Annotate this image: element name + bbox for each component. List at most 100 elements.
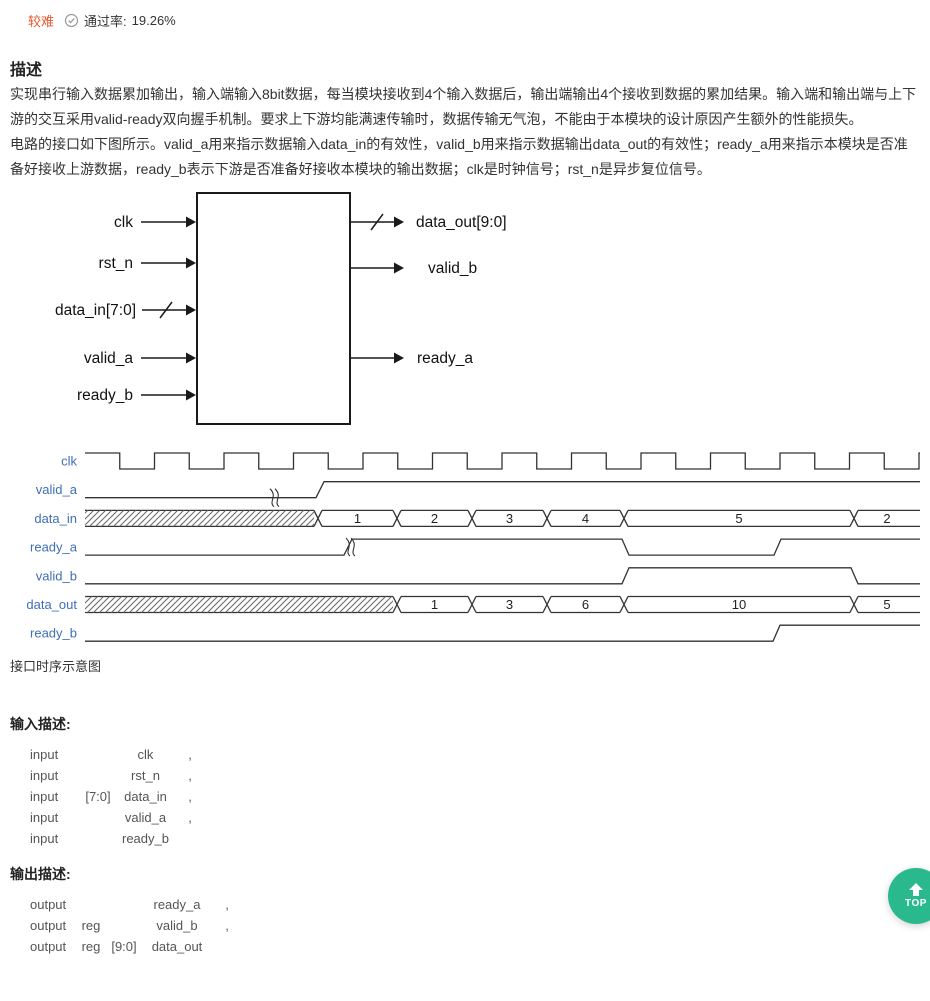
port-width: [78, 744, 118, 765]
wave-row-ready_b: ready_b: [30, 624, 920, 642]
port-label-data-in: data_in[7:0]: [55, 302, 136, 319]
bus-value: 5: [883, 597, 890, 612]
port-input-data-in: data_in[7:0]: [55, 301, 196, 319]
port-label-ready-a: ready_a: [417, 350, 473, 367]
up-arrow-icon: [909, 883, 923, 896]
pass-rate-value: 19.26%: [131, 13, 176, 28]
port-separator: ,: [188, 789, 192, 804]
port-output-data-out: data_out[9:0]: [350, 213, 507, 231]
port-label-rst-n: rst_n: [99, 255, 133, 272]
port-output-ready-a: ready_a: [350, 350, 473, 367]
time-break-icon: [269, 488, 280, 508]
arrowhead: [186, 352, 196, 364]
output-description-section: 输出描述: output ready_a , output reg valid_…: [10, 864, 244, 957]
port-separator: ,: [188, 768, 192, 783]
signal-label: data_out: [26, 597, 77, 612]
port-width: [104, 894, 144, 915]
time-break-icon: [345, 537, 356, 557]
input-description-section: 输入描述: input clk , input rst_n , input [7…: [10, 714, 207, 849]
bus-value: 3: [506, 511, 513, 526]
port-name: ready_a: [153, 897, 201, 912]
port-label-valid-b: valid_b: [428, 260, 477, 277]
port-keyword: input: [30, 768, 59, 783]
arrowhead: [186, 389, 196, 401]
input-ports-table: input clk , input rst_n , input [7:0] da…: [30, 744, 207, 849]
port-separator: ,: [188, 747, 192, 762]
bus-value: 2: [431, 511, 438, 526]
port-label-ready-b: ready_b: [77, 387, 133, 404]
back-to-top-button[interactable]: TOP: [888, 868, 930, 924]
port-keyword: output: [30, 897, 67, 912]
port-name: rst_n: [131, 768, 160, 783]
output-ports-table: output ready_a , output reg valid_b , ou…: [30, 894, 244, 957]
arrowhead: [394, 352, 404, 364]
arrowhead: [186, 304, 196, 316]
output-description-title: 输出描述:: [10, 866, 71, 882]
signal-label: ready_b: [30, 626, 77, 641]
input-port-row: input rst_n ,: [30, 765, 207, 786]
bus-value: 2: [883, 511, 890, 526]
port-separator: ,: [225, 918, 229, 933]
port-keyword: input: [30, 747, 59, 762]
port-name: clk: [137, 747, 154, 762]
undefined-bus-hatch: [85, 596, 393, 613]
output-port-row: output ready_a ,: [30, 894, 244, 915]
wave-row-clk: clk: [61, 452, 920, 470]
signal-label: valid_a: [36, 482, 78, 497]
port-width: [9:0]: [111, 939, 137, 954]
port-keyword: output: [30, 918, 67, 933]
port-separator: ,: [188, 810, 192, 825]
signal-label: valid_b: [36, 568, 77, 583]
output-port-row: output reg [9:0] data_out: [30, 936, 244, 957]
port-input-clk: clk: [114, 214, 196, 231]
port-name: ready_b: [122, 831, 169, 846]
port-reg: reg: [81, 918, 101, 933]
description-paragraph-2: 电路的接口如下图所示。valid_a用来指示数据输入data_in的有效性，va…: [10, 136, 908, 177]
problem-meta-header: 较难 通过率: 19.26%: [28, 11, 176, 30]
signal-label: clk: [61, 454, 77, 469]
bus-value: 1: [431, 597, 438, 612]
port-separator: [173, 828, 207, 849]
port-width: [7:0]: [85, 789, 111, 804]
input-port-row: input clk ,: [30, 744, 207, 765]
wave-row-valid_b: valid_b: [36, 567, 920, 585]
port-input-rst-n: rst_n: [99, 255, 196, 272]
arrowhead: [186, 257, 196, 269]
port-keyword: input: [30, 789, 59, 804]
description-title: 描述: [10, 62, 43, 79]
port-label-clk: clk: [114, 214, 133, 231]
port-keyword: output: [30, 939, 67, 954]
arrowhead: [186, 216, 196, 228]
port-label-valid-a: valid_a: [84, 350, 133, 367]
signal-label: data_in: [34, 511, 77, 526]
signal-label: ready_a: [30, 540, 78, 555]
pass-rate-label: 通过率:: [84, 14, 127, 29]
description-paragraph-1: 实现串行输入数据累加输出，输入端输入8bit数据，每当模块接收到4个输入数据后，…: [10, 86, 917, 127]
bus-slash-icon: [370, 213, 384, 231]
port-width: [78, 765, 118, 786]
timing-caption: 接口时序示意图: [10, 659, 102, 674]
difficulty-badge: 较难: [28, 14, 55, 29]
port-reg: reg: [81, 939, 101, 954]
module-block-diagram: clk rst_n data_in[7:0] valid_a ready_b d…: [55, 192, 507, 425]
description-body: 实现串行输入数据累加输出，输入端输入8bit数据，每当模块接收到4个输入数据后，…: [10, 82, 918, 182]
pass-rate: 通过率: 19.26%: [64, 11, 176, 30]
wave-row-ready_a: ready_a: [30, 537, 920, 557]
port-separator: ,: [225, 897, 229, 912]
port-input-ready-b: ready_b: [77, 387, 196, 404]
port-keyword: input: [30, 831, 59, 846]
bus-value: 5: [735, 511, 742, 526]
bus-value: 10: [732, 597, 746, 612]
port-name: valid_b: [156, 918, 198, 933]
port-label-data-out: data_out[9:0]: [416, 214, 507, 231]
output-port-row: output reg valid_b ,: [30, 915, 244, 936]
top-button-label: TOP: [905, 898, 927, 909]
port-width: [104, 915, 144, 936]
bus-value: 1: [354, 511, 361, 526]
check-circle-icon: [64, 13, 79, 28]
port-width: [78, 807, 118, 828]
